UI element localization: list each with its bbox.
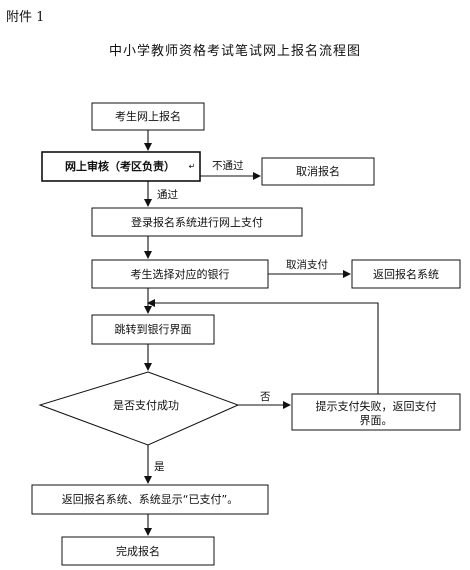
node-select-bank-label: 考生选择对应的银行 [131, 267, 230, 281]
edge-label-not-pass: 不通过 [212, 159, 244, 172]
node-login-pay [91, 207, 303, 237]
node-login-pay-label: 登录报名系统进行网上支付 [131, 215, 263, 229]
node-pay-fail [291, 393, 461, 431]
node-return-paid [31, 484, 269, 515]
node-jump-bank [91, 314, 215, 345]
edge-label-pass: 通过 [157, 188, 178, 201]
node-review-label: 网上审核（考区负责） [65, 159, 175, 173]
edge-label-yes: 是 [154, 461, 165, 473]
node-select-bank [91, 259, 269, 289]
attachment-label: 附件 1 [6, 10, 45, 25]
edge-label-no: 否 [260, 391, 271, 403]
return-mark-icon: ↵ [189, 162, 196, 171]
node-return-system [351, 259, 461, 289]
node-pay-fail-line1: 提示支付失败，返回支付 [316, 399, 437, 413]
node-return-paid-label: 返回报名系统、系统显示“已支付”。 [62, 492, 238, 506]
node-cancel-register-label: 取消报名 [296, 164, 340, 178]
node-pay-success-label: 是否支付成功 [113, 399, 179, 412]
node-complete [61, 536, 215, 566]
node-register-label: 考生网上报名 [115, 109, 181, 123]
node-register [91, 102, 205, 131]
node-pay-success [38, 371, 240, 446]
node-review [41, 151, 201, 182]
page-title: 中小学教师资格考试笔试网上报名流程图 [108, 44, 361, 59]
node-jump-bank-label: 跳转到银行界面 [115, 322, 192, 336]
connectors [144, 130, 379, 536]
node-cancel-register [261, 157, 375, 186]
node-pay-fail-line2: 界面。 [360, 414, 393, 427]
node-return-system-label: 返回报名系统 [373, 267, 439, 281]
node-complete-label: 完成报名 [116, 544, 160, 558]
edge-label-cancel-pay: 取消支付 [286, 258, 328, 271]
edge-fail-jump [147, 299, 379, 394]
